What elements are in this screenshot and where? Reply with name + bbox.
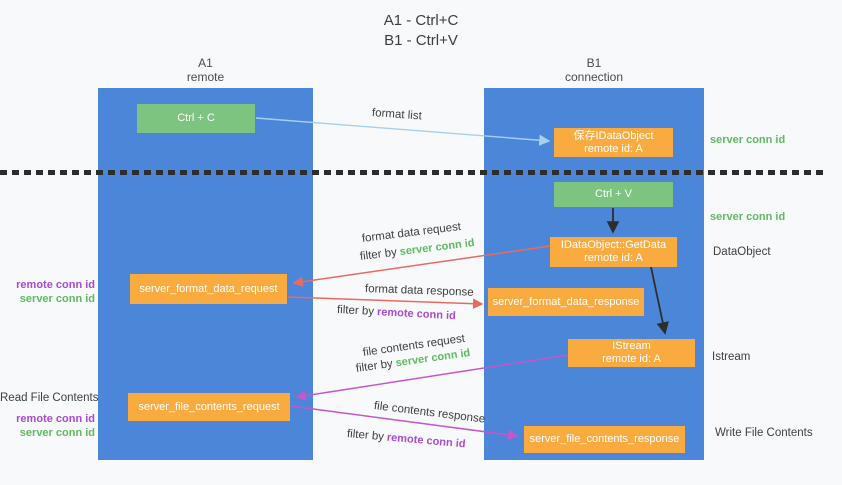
a1-role: remote — [186, 70, 225, 84]
left-server-conn-id-top: server conn id — [19, 293, 95, 305]
format-list-label: format list — [371, 107, 423, 123]
right-istream-label: Istream — [712, 351, 751, 363]
istream-line1: IStream — [612, 340, 651, 352]
node-server-format-data-response: server_format_data_response — [488, 288, 644, 316]
left-remote-conn-id-bottom: remote conn id — [16, 413, 95, 425]
column-header-b1: B1 connection — [484, 56, 704, 84]
node-idataobject-getdata: IDataObject::GetData remote id: A — [550, 237, 677, 267]
node-server-format-data-request: server_format_data_request — [130, 274, 287, 304]
node-istream: IStream remote id: A — [568, 339, 695, 367]
format-response-label: server_format_data_response — [492, 295, 640, 308]
title-line-2: B1 - Ctrl+V — [384, 32, 458, 49]
left-conn-id-stack-bottom: remote conn id server conn id — [0, 412, 95, 440]
node-ctrl-c: Ctrl + C — [137, 104, 255, 133]
node-server-file-contents-response: server_file_contents_response — [524, 426, 685, 453]
istream-line2: remote id: A — [602, 353, 661, 365]
getdata-line1: IDataObject::GetData — [560, 239, 667, 251]
right-write-file-contents-label: Write File Contents — [715, 427, 813, 439]
file-response-label: server_file_contents_response — [529, 433, 680, 445]
filter-by-text: filter by — [355, 357, 394, 375]
format-request-label: server_format_data_request — [139, 282, 278, 295]
filter-by-text: filter by — [336, 304, 375, 318]
ctrl-c-label: Ctrl + C — [177, 112, 215, 124]
left-conn-id-stack-top: remote conn id server conn id — [0, 278, 95, 306]
node-server-file-contents-request: server_file_contents_request — [128, 393, 290, 421]
right-server-conn-id-mid: server conn id — [710, 211, 786, 223]
remote-conn-id-text: remote conn id — [376, 306, 457, 323]
left-read-file-contents-label: Read File Contents — [0, 392, 99, 404]
copy-paste-separator-line — [0, 170, 828, 175]
file-contents-response-label: file contents response — [373, 400, 486, 426]
a1-name: A1 — [198, 56, 213, 70]
remote-conn-id-text: remote conn id — [386, 431, 466, 451]
right-server-conn-id-top: server conn id — [710, 134, 786, 146]
ctrl-v-label: Ctrl + V — [595, 188, 632, 200]
left-server-conn-id-bottom: server conn id — [19, 427, 95, 439]
column-header-a1: A1 remote — [98, 56, 313, 84]
server-conn-id-text: server conn id — [399, 236, 476, 259]
diagram-title: A1 - Ctrl+C B1 - Ctrl+V — [0, 11, 842, 51]
right-dataobject-label: DataObject — [713, 246, 771, 258]
b1-role: connection — [564, 70, 624, 84]
b1-name: B1 — [586, 56, 602, 70]
title-line-1: A1 - Ctrl+C — [383, 12, 459, 29]
filter-by-text: filter by — [346, 428, 385, 444]
format-data-response-label: format data response — [364, 283, 474, 299]
left-remote-conn-id-top: remote conn id — [16, 279, 95, 291]
file-request-label: server_file_contents_request — [138, 400, 280, 413]
node-ctrl-v: Ctrl + V — [554, 182, 673, 207]
save-idataobject-line2: remote id: A — [584, 142, 643, 155]
getdata-line2: remote id: A — [584, 252, 643, 264]
save-idataobject-line1: 保存IDataObject — [573, 129, 654, 142]
filter-by-text: filter by — [359, 246, 398, 263]
node-save-idataobject: 保存IDataObject remote id: A — [554, 128, 673, 157]
